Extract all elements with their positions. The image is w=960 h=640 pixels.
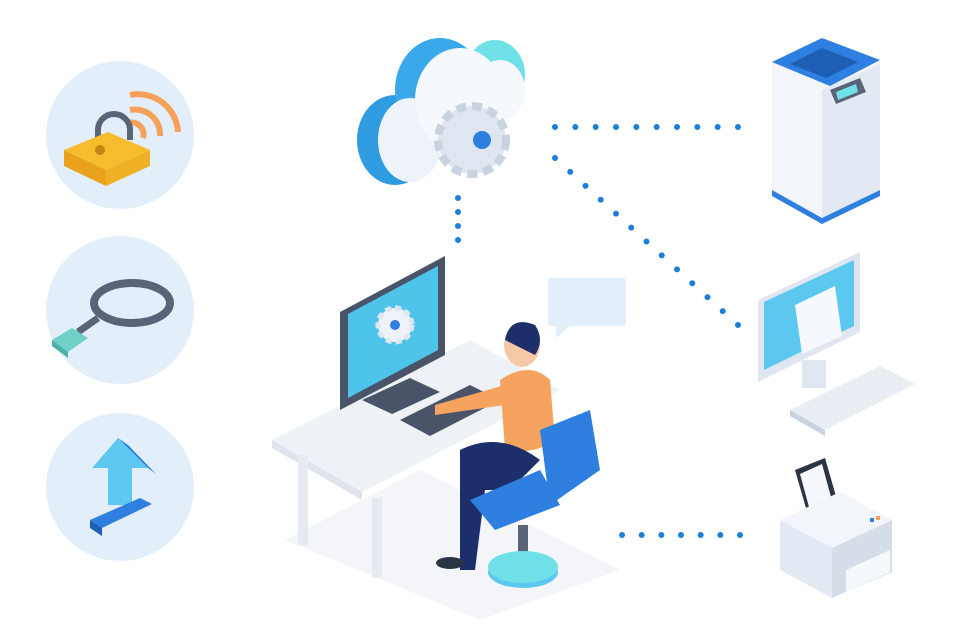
connection-dot <box>552 155 558 161</box>
magnifier-icon <box>46 236 194 384</box>
connection-dot <box>455 195 461 201</box>
connection-dot <box>697 532 704 538</box>
connection-dot <box>619 532 625 538</box>
copier-icon <box>772 38 880 224</box>
connection-dot <box>735 124 741 130</box>
connection-dot <box>455 237 461 243</box>
connection-dot <box>455 209 461 215</box>
connection-dot <box>633 124 640 130</box>
connection-dot <box>737 532 743 538</box>
connection-dot <box>714 124 721 130</box>
connection-dot <box>643 238 650 245</box>
connection-dot <box>653 124 660 130</box>
connection-dot <box>628 224 635 231</box>
connection-dot <box>717 532 724 538</box>
connection-dot <box>582 182 589 189</box>
connection-dot <box>719 308 726 315</box>
connection-dot <box>592 124 599 130</box>
connection-dot <box>597 196 604 203</box>
desktop-computer-icon <box>758 252 915 436</box>
connection-dot <box>567 168 574 175</box>
connection-dot <box>735 322 741 328</box>
upload-arrow-icon <box>46 413 194 561</box>
connection-dot <box>638 532 645 538</box>
person-at-computer-icon <box>272 256 626 620</box>
connection-dot <box>678 532 684 538</box>
printer-icon <box>780 458 892 598</box>
connection-dots <box>455 124 743 538</box>
connection-dot <box>689 280 696 287</box>
wireless-lock-icon <box>46 61 194 209</box>
connection-dot <box>552 124 558 130</box>
connection-dot <box>572 124 579 130</box>
connection-dot <box>613 124 619 130</box>
connection-dot <box>704 294 711 301</box>
connection-dot <box>658 252 665 259</box>
connection-dot <box>613 210 619 217</box>
connection-dot <box>694 124 701 130</box>
connection-dot <box>658 532 665 538</box>
connection-dot <box>455 223 461 229</box>
connection-dot <box>674 124 680 130</box>
cloud-gear-icon <box>357 38 525 185</box>
connection-dot <box>674 266 680 273</box>
